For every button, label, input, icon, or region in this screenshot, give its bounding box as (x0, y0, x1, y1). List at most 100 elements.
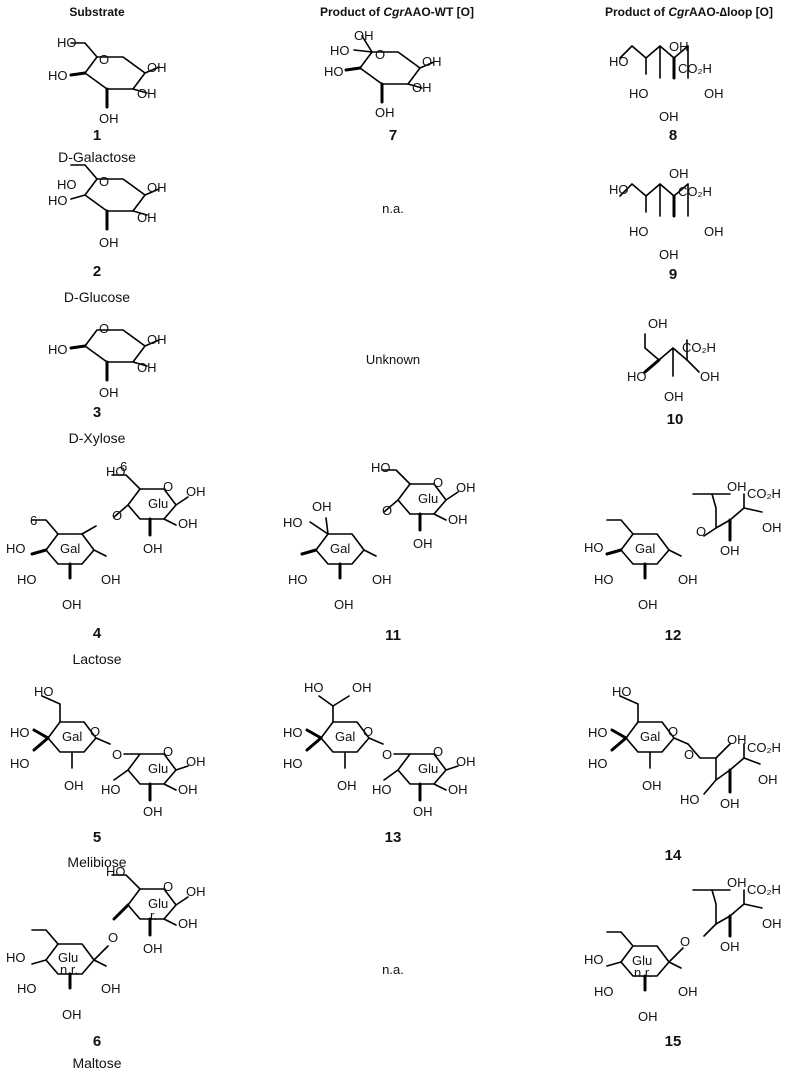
atom-label: Gal (60, 541, 80, 556)
atom-label: CO₂H (678, 61, 712, 76)
compound-name: Maltose (72, 1055, 121, 1071)
atom-label: HO (629, 224, 649, 239)
atom-label: OH (413, 804, 433, 819)
atom-label: OH (762, 916, 782, 931)
atom-label: OH (669, 166, 689, 181)
atom-label: OH (334, 597, 354, 612)
atom-label: OH (178, 516, 198, 531)
structure-8 (619, 45, 689, 80)
header-loop: Product of CgrAAO-∆loop [O] (605, 5, 773, 19)
atom-label: OH (648, 316, 668, 331)
atom-label: O (99, 174, 109, 189)
compound-number: 2 (93, 263, 101, 280)
atom-label: n.r. (634, 965, 652, 980)
compound-number: 11 (385, 627, 401, 644)
atom-label: CO₂H (747, 740, 781, 755)
atom-label: OH (720, 939, 740, 954)
atom-label: OH (456, 480, 476, 495)
atom-label: HO (283, 515, 303, 530)
atom-label: OH (700, 369, 720, 384)
atom-label: OH (178, 782, 198, 797)
atom-label: Glu (418, 761, 438, 776)
atom-label: OH (664, 389, 684, 404)
atom-label: OH (456, 754, 476, 769)
compound-name: D-Galactose (58, 149, 136, 165)
atom-label: HO (588, 725, 608, 740)
atom-label: OH (101, 981, 121, 996)
atom-label: OH (727, 732, 747, 747)
structure-galactose (69, 42, 160, 109)
compound-number: 7 (389, 127, 397, 144)
atom-label: OH (720, 796, 740, 811)
atom-label: CO₂H (678, 184, 712, 199)
atom-label: HO (48, 193, 68, 208)
structure-glucose (70, 164, 160, 231)
atom-label: OH (678, 984, 698, 999)
compound-number: 10 (667, 411, 684, 428)
structure-12 (605, 493, 763, 580)
atom-label: HO (594, 572, 614, 587)
atom-label: HO (48, 68, 68, 83)
header-fragment: Cgr (668, 5, 690, 19)
no-activity-label: n.a. (382, 962, 404, 977)
atom-label: O (382, 503, 392, 518)
structure-11 (300, 469, 459, 580)
atom-label: HO (609, 182, 629, 197)
header-fragment: Cgr (383, 5, 405, 19)
structure-lactose (30, 474, 189, 580)
structure-14 (610, 695, 761, 795)
atom-label: O (680, 934, 690, 949)
structure-9 (619, 183, 689, 218)
atom-label: HO (6, 950, 26, 965)
atom-label: Glu (632, 953, 652, 968)
atom-label: O (668, 724, 678, 739)
atom-label: OH (137, 86, 157, 101)
atom-label: HO (34, 684, 54, 699)
atom-label: HO (57, 177, 77, 192)
atom-label: OH (143, 941, 163, 956)
atom-label: O (363, 724, 373, 739)
atom-label: HO (288, 572, 308, 587)
atom-label: OH (727, 479, 747, 494)
compound-number: 14 (665, 847, 682, 864)
atom-label: OH (659, 247, 679, 262)
atom-label: OH (372, 572, 392, 587)
atom-label: HO (330, 43, 350, 58)
atom-label: OH (143, 541, 163, 556)
structure-melibiose (32, 695, 189, 802)
compound-number: 3 (93, 404, 101, 421)
atom-label: OH (312, 499, 332, 514)
atom-label: Glu (58, 950, 78, 965)
atom-label: OH (758, 772, 778, 787)
atom-label: HO (304, 680, 324, 695)
atom-label: OH (375, 105, 395, 120)
atom-label: Glu (148, 496, 168, 511)
atom-label: OH (638, 597, 658, 612)
atom-label: O (108, 930, 118, 945)
atom-label: n.r. (60, 962, 78, 977)
atom-label: OH (186, 754, 206, 769)
atom-label: O (696, 524, 706, 539)
atom-label: HO (584, 540, 604, 555)
atom-label: OH (352, 680, 372, 695)
atom-label: HO (283, 725, 303, 740)
compound-number: 6 (93, 1033, 101, 1050)
header-substrate: Substrate (69, 5, 125, 19)
compound-number: 13 (385, 829, 402, 846)
atom-label: HO (6, 541, 26, 556)
atom-label: HO (584, 952, 604, 967)
header-fragment: AAO-∆loop [O] (689, 5, 773, 19)
structure-10 (643, 333, 700, 377)
atom-label: 6 (120, 459, 127, 474)
atom-label: O (99, 52, 109, 67)
atom-label: O (112, 747, 122, 762)
atom-label: HO (324, 64, 344, 79)
compound-name: Melibiose (67, 854, 126, 870)
atom-label: O (112, 508, 122, 523)
atom-label: HO (10, 725, 30, 740)
atom-label: Gal (640, 729, 660, 744)
atom-label: OH (99, 235, 119, 250)
atom-label: O (163, 744, 173, 759)
atom-label: OH (448, 782, 468, 797)
